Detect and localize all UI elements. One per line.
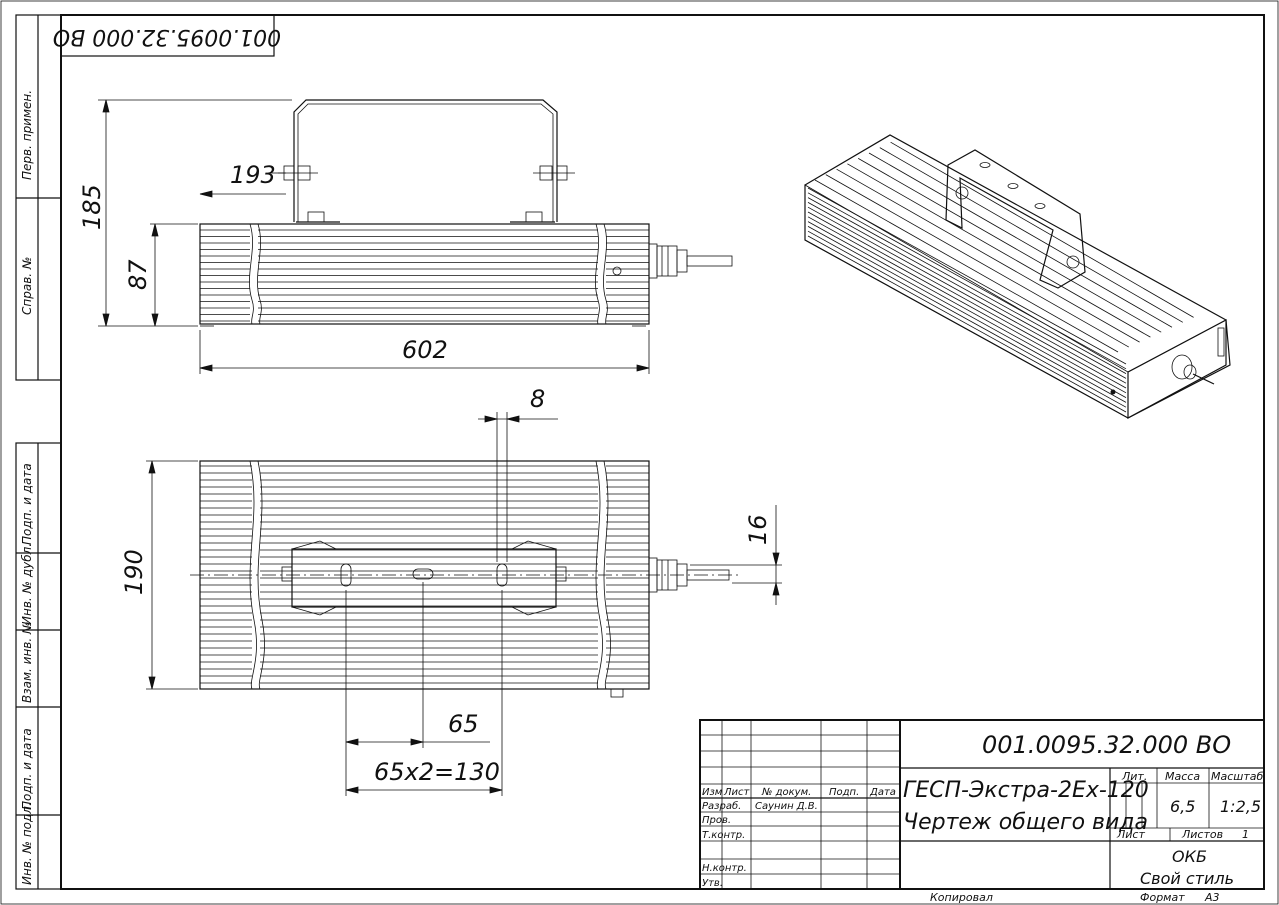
fin-line	[807, 230, 1127, 408]
fin-line	[807, 226, 1127, 403]
tb-row-razrab: Разраб.	[702, 800, 741, 812]
fin-line	[807, 202, 1127, 379]
fin-line	[807, 211, 1127, 389]
dim-190: 190	[120, 549, 148, 595]
tb-mass-label: Масса	[1165, 770, 1200, 783]
fin-line	[879, 147, 1183, 323]
top-dimensions	[146, 412, 782, 796]
label-podp-data-2: Подп. и дата	[20, 728, 34, 810]
tb-col-podp: Подп.	[829, 787, 859, 798]
dim-65x2: 65x2=130	[374, 758, 500, 786]
title-document-name: Чертеж общего вида	[903, 810, 1148, 835]
fin-line	[807, 216, 1127, 394]
fin-line	[836, 168, 1140, 343]
fin-line	[814, 179, 1119, 353]
dim-87: 87	[124, 259, 152, 290]
tb-scale-label: Масштаб	[1211, 770, 1263, 783]
fin-line	[807, 206, 1127, 384]
tb-col-izm: Изм	[702, 787, 723, 798]
label-vzam-inv: Взам. инв. №	[20, 622, 34, 703]
tb-sheets-value: 1	[1242, 828, 1249, 841]
side-strip: Перв. примен. Справ. № Подп. и дата Инв.…	[15, 14, 62, 890]
tb-org-line1: ОКБ	[1172, 847, 1207, 866]
fin-line	[807, 197, 1127, 374]
tb-mass-value: 6,5	[1170, 797, 1195, 816]
isometric-view	[804, 134, 1231, 420]
dim-8: 8	[530, 385, 545, 413]
front-dimensions	[98, 99, 650, 374]
tb-sheet-label: Лист	[1116, 828, 1145, 841]
tb-lit-label: Лит.	[1121, 770, 1147, 783]
tb-col-doc: № докум.	[761, 787, 811, 798]
designation-mirrored: 001.0095.32.000 ВО	[53, 24, 281, 49]
fin-line	[858, 158, 1162, 333]
title-block	[699, 719, 1265, 890]
title-product-name: ГЕСП-Экстра-2Ex-120	[903, 778, 1149, 803]
label-inv-podl: Инв. № подл.	[20, 802, 34, 885]
label-perv-primen: Перв. примен.	[20, 90, 34, 180]
fin-line	[807, 192, 1127, 370]
tb-col-data: Дата	[869, 787, 896, 798]
tb-row-prov: Пров.	[702, 815, 731, 826]
tb-razrab-name: Саунин Д.В.	[755, 801, 818, 812]
title-designation: 001.0095.32.000 ВО	[982, 731, 1231, 759]
dim-193: 193	[230, 161, 276, 189]
tb-sheets-label: Листов	[1181, 828, 1223, 841]
fin-line	[807, 235, 1127, 413]
dim-65: 65	[448, 710, 479, 738]
mirrored-designation-box: 001.0095.32.000 ВО	[53, 14, 281, 57]
format-value: А3	[1204, 891, 1220, 904]
fin-line	[868, 152, 1173, 328]
tb-row-utv: Утв.	[702, 878, 723, 889]
fin-line	[807, 187, 1127, 365]
fin-line	[847, 163, 1151, 338]
copied-label: Копировал	[930, 891, 993, 904]
label-inv-dubl: Инв. № дубл.	[20, 543, 34, 625]
top-view	[190, 460, 740, 698]
tb-row-nkontr: Н.контр.	[702, 863, 747, 874]
label-podp-data-1: Подп. и дата	[20, 463, 34, 545]
format-label: Формат	[1140, 891, 1185, 904]
label-sprav-no: Справ. №	[20, 257, 34, 315]
front-view	[199, 99, 733, 327]
dim-185: 185	[78, 184, 106, 230]
tb-scale-value: 1:2,5	[1220, 797, 1261, 816]
tb-org-line2: Свой стиль	[1140, 869, 1234, 888]
tb-row-tkontr: Т.контр.	[702, 830, 745, 841]
dim-16: 16	[744, 514, 772, 545]
fin-line	[825, 174, 1129, 348]
dim-602: 602	[402, 336, 448, 364]
tb-col-list: Лист	[723, 787, 751, 798]
fin-line	[890, 141, 1194, 318]
fin-line	[807, 221, 1127, 398]
